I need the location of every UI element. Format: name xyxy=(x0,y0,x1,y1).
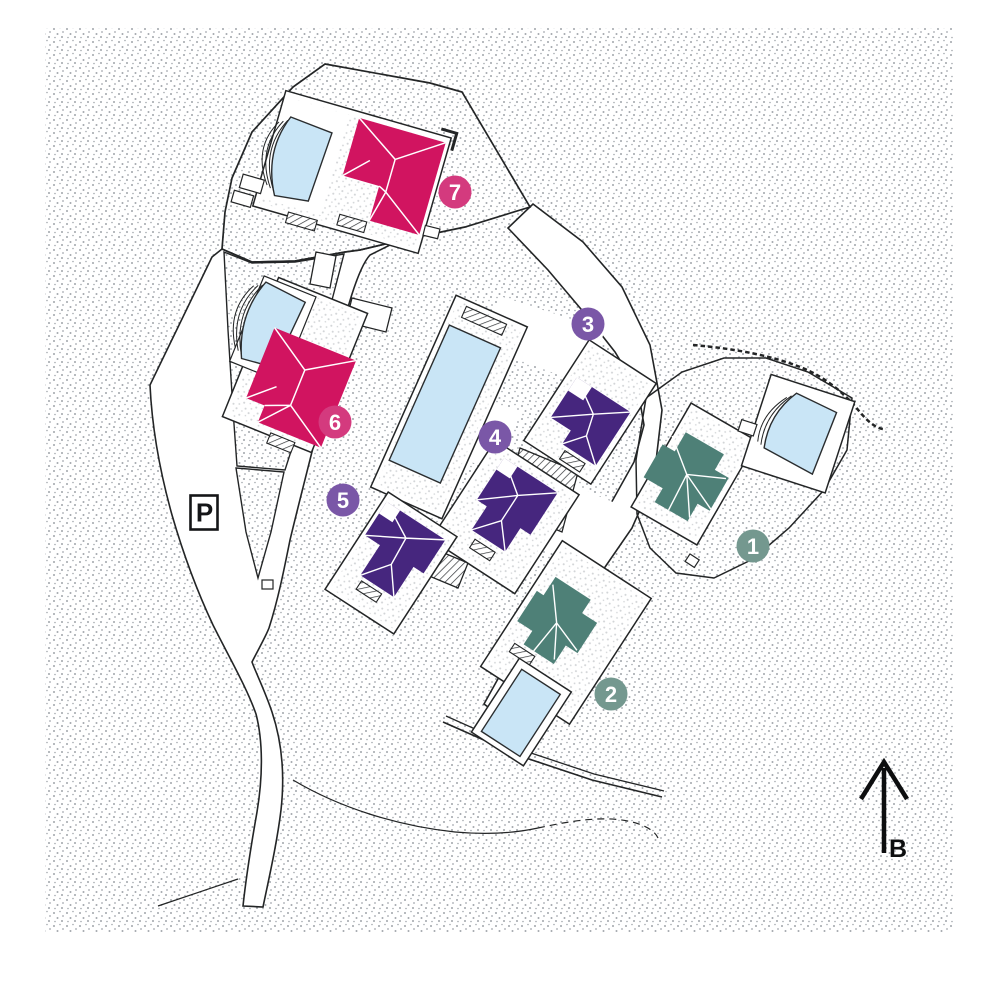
building-2 xyxy=(470,539,653,767)
building-1-pool-deck xyxy=(737,373,856,494)
pool-steps xyxy=(232,284,263,355)
roof-ridges xyxy=(550,376,631,466)
stairs-hatch xyxy=(558,449,586,473)
parking-sign: P xyxy=(189,494,219,531)
svg-text:5: 5 xyxy=(337,488,349,513)
svg-text:P: P xyxy=(196,498,213,528)
pool xyxy=(388,324,502,484)
building-1 xyxy=(630,402,758,546)
building-5 xyxy=(323,490,459,636)
marker-5[interactable]: 5 xyxy=(326,483,360,517)
marker-2[interactable]: 2 xyxy=(594,677,628,711)
building-2-roof xyxy=(517,576,598,664)
building-4-roof xyxy=(471,457,558,552)
svg-text:4: 4 xyxy=(489,425,502,450)
roof-ridges xyxy=(245,327,357,449)
marker-6[interactable]: 6 xyxy=(318,405,352,439)
stone-wall xyxy=(692,343,887,431)
roof-ridges xyxy=(360,501,446,598)
stairs-hatch xyxy=(355,580,383,604)
pool xyxy=(480,668,562,758)
svg-text:3: 3 xyxy=(582,312,594,337)
central-pool-building xyxy=(369,294,529,520)
building-7 xyxy=(230,89,459,255)
stairs-hatch xyxy=(284,211,368,234)
arrow-icon xyxy=(859,757,909,853)
marker-4[interactable]: 4 xyxy=(478,420,512,454)
building-4 xyxy=(429,439,581,595)
orientation-arrow: B xyxy=(859,757,909,863)
roof-ridges xyxy=(471,457,558,552)
stairs-hatch xyxy=(508,642,536,666)
stairs-hatch xyxy=(265,432,296,454)
roof-ridges xyxy=(342,117,446,236)
stairs-hatch xyxy=(468,538,496,562)
building-7-roof xyxy=(342,117,446,235)
marker-7[interactable]: 7 xyxy=(438,175,472,209)
roof-ridges xyxy=(667,435,727,518)
pool xyxy=(240,281,307,369)
building-3 xyxy=(522,338,658,486)
pool xyxy=(763,392,838,476)
marker-1[interactable]: 1 xyxy=(736,529,770,563)
ground-wedge-fork xyxy=(235,467,285,581)
roof-ridges xyxy=(533,584,578,660)
stairs-hatch xyxy=(460,305,508,336)
svg-text:B: B xyxy=(889,835,907,863)
building-5-roof xyxy=(360,501,446,598)
svg-text:1: 1 xyxy=(747,534,759,559)
planters xyxy=(230,173,266,209)
site-boundary-east xyxy=(635,357,853,579)
svg-text:7: 7 xyxy=(449,180,461,205)
pool-steps xyxy=(757,395,792,445)
small-structures xyxy=(261,224,701,590)
chimney xyxy=(440,127,459,152)
pool-steps xyxy=(261,119,289,192)
pool xyxy=(271,116,333,202)
svg-text:2: 2 xyxy=(605,682,617,707)
svg-text:6: 6 xyxy=(329,410,341,435)
marker-3[interactable]: 3 xyxy=(571,307,605,341)
